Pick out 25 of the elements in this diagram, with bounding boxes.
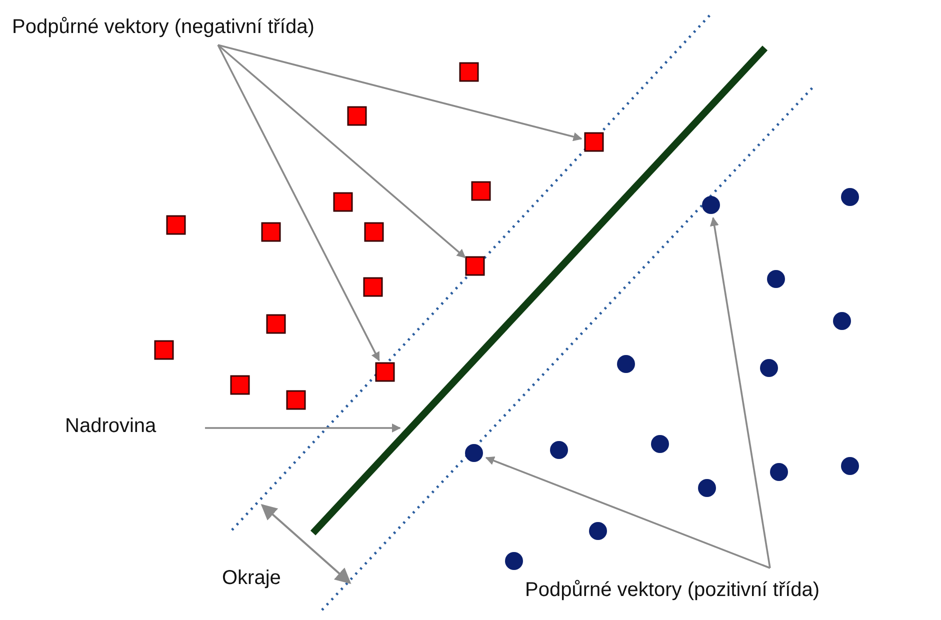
leader-arrow bbox=[485, 456, 770, 569]
leader-arrow bbox=[217, 44, 380, 362]
leader-arrow bbox=[217, 44, 466, 258]
circle-point bbox=[770, 463, 788, 481]
leader-arrow bbox=[710, 216, 771, 568]
leader-arrow bbox=[218, 44, 582, 142]
circle-point bbox=[767, 270, 785, 288]
circle-point bbox=[589, 522, 607, 540]
annotation-text: Nadrovina bbox=[65, 414, 156, 438]
square-point bbox=[230, 375, 250, 395]
annotation-text: Podpůrné vektory (pozitivní třída) bbox=[525, 578, 820, 602]
circle-point bbox=[760, 359, 778, 377]
circle-point bbox=[505, 552, 523, 570]
leader-arrow bbox=[205, 424, 401, 432]
circle-point bbox=[841, 457, 859, 475]
circle-point bbox=[833, 312, 851, 330]
square-point bbox=[261, 222, 281, 242]
square-point bbox=[166, 215, 186, 235]
annotation-text: Podpůrné vektory (negativní třída) bbox=[12, 15, 314, 39]
square-point bbox=[266, 314, 286, 334]
hyperplane-line bbox=[310, 46, 768, 536]
circle-point bbox=[841, 188, 859, 206]
square-point bbox=[286, 390, 306, 410]
square-point bbox=[154, 340, 174, 360]
margin-label: Okraje bbox=[222, 566, 281, 590]
